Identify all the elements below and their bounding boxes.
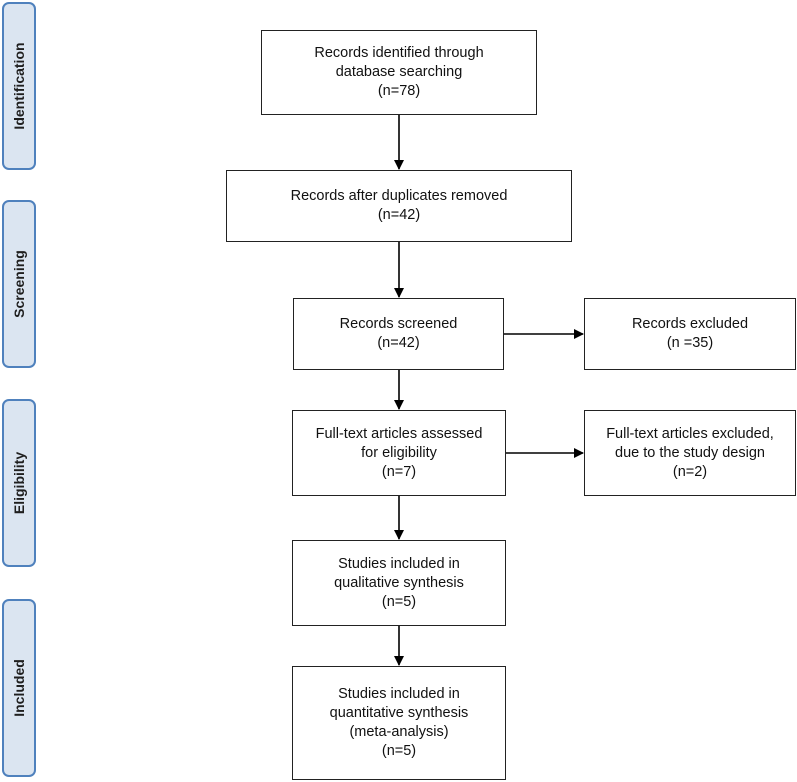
qualitative-synthesis-count: (n=5) [381,593,417,610]
fulltext-excluded-line1: Full-text articles excluded, [606,425,774,442]
fulltext-assessed-line1: Full-text articles assessed [315,425,483,442]
quantitative-synthesis-line3: (meta-analysis) [349,724,449,740]
qualitative-synthesis-line2: qualitative synthesis [334,574,464,591]
duplicates-removed-box: Records after duplicates removed (n=42) [226,170,572,242]
quantitative-synthesis-box: Studies included in quantitative synthes… [292,666,506,780]
fulltext-excluded-box: Full-text articles excluded, due to the … [584,410,796,496]
fulltext-assessed-line2: for eligibility [361,444,437,461]
duplicates-removed-count: (n=42) [377,207,421,223]
quantitative-synthesis-line2: quantitative synthesis [329,705,469,721]
records-identified-line2: database searching [335,64,463,80]
records-excluded-box: Records excluded (n =35) [584,298,796,370]
records-identified-box: Records identified through database sear… [261,30,537,115]
fulltext-assessed-count: (n=7) [381,463,417,480]
records-screened-line1: Records screened [339,316,458,332]
records-excluded-count: (n =35) [666,335,714,351]
records-screened-count: (n=42) [377,335,420,351]
qualitative-synthesis-box: Studies included in qualitative synthesi… [292,540,506,626]
stage-tab-identification: Identification [2,2,36,170]
qualitative-synthesis-line1: Studies included in [338,555,460,572]
duplicates-removed-line1: Records after duplicates removed [290,188,508,204]
quantitative-synthesis-count: (n=5) [381,743,417,759]
records-identified-count: (n=78) [377,83,421,99]
stage-tab-included: Included [2,599,36,777]
fulltext-excluded-count: (n=2) [672,463,708,480]
stage-tab-screening: Screening [2,200,36,368]
stage-tab-eligibility: Eligibility [2,399,36,567]
records-identified-line1: Records identified through [314,45,484,61]
records-excluded-line1: Records excluded [631,316,749,332]
records-screened-box: Records screened (n=42) [293,298,504,370]
fulltext-excluded-line2: due to the study design [615,444,765,461]
quantitative-synthesis-line1: Studies included in [338,686,460,702]
fulltext-assessed-box: Full-text articles assessed for eligibil… [292,410,506,496]
